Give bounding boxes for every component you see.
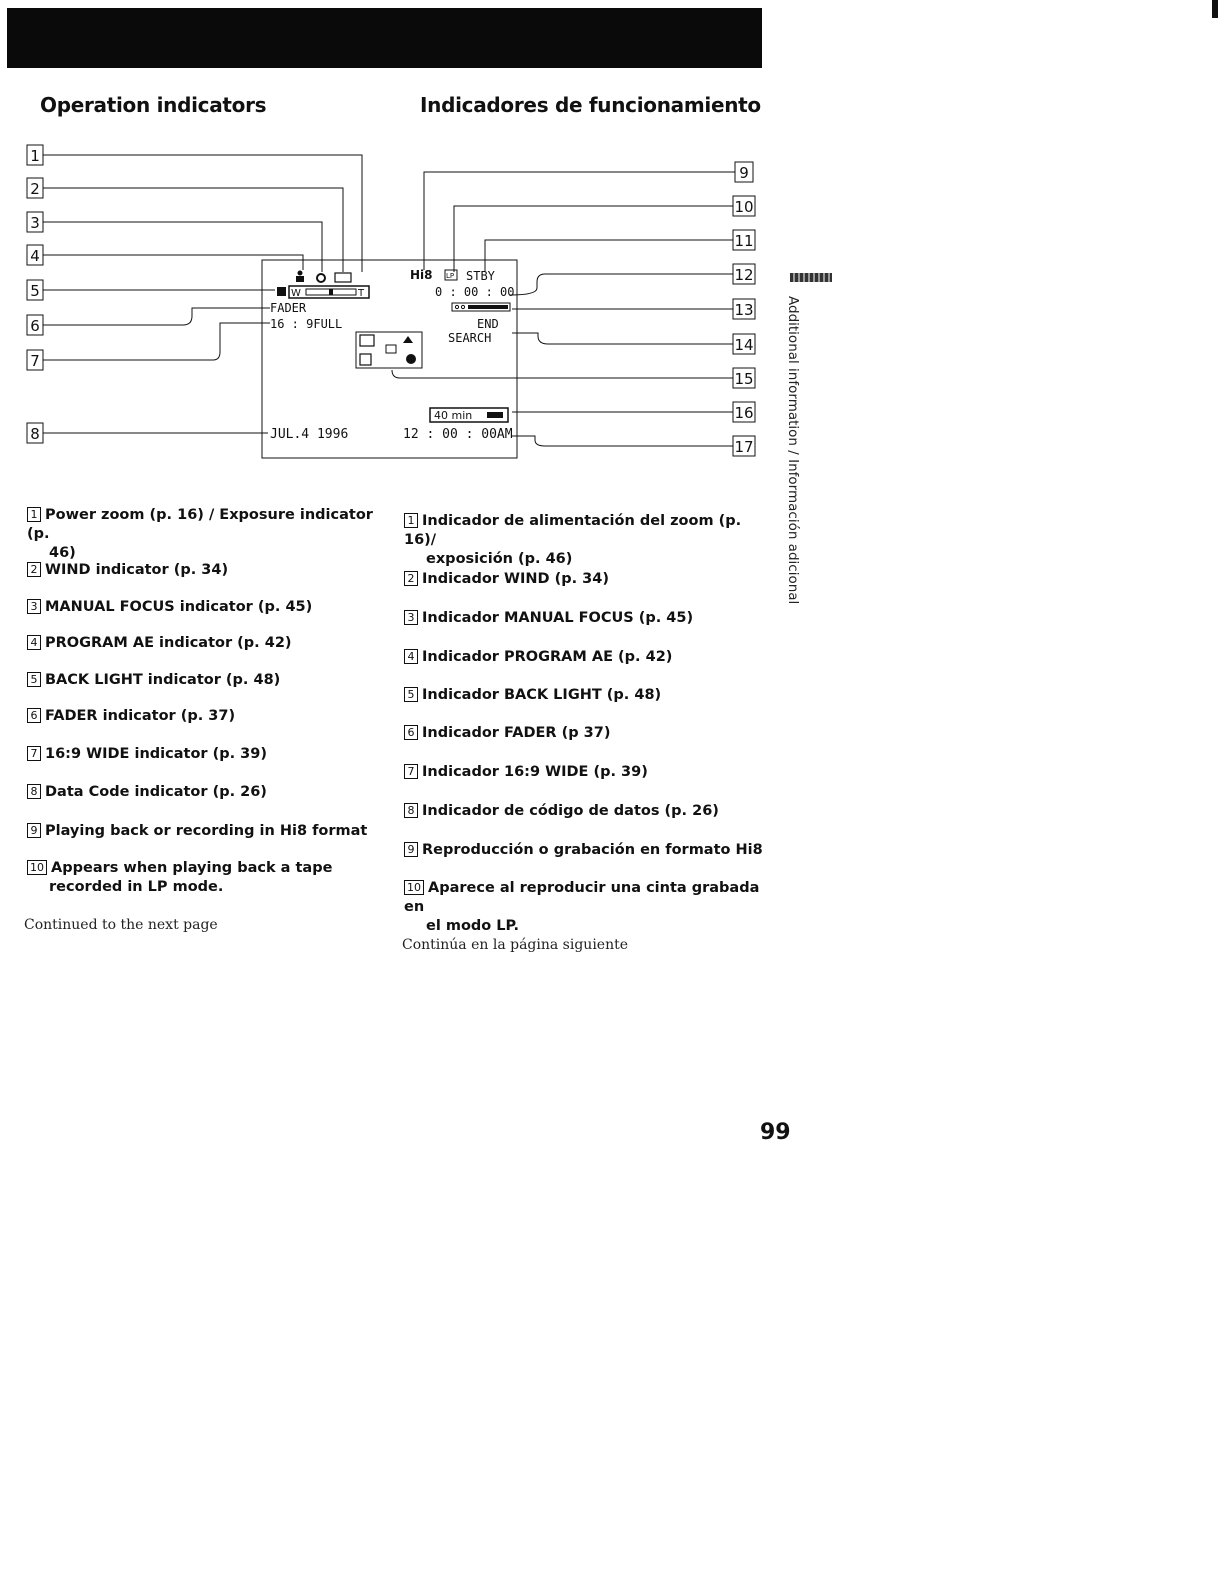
zoom-t-label: T — [357, 288, 365, 299]
leader-line-7 — [43, 322, 270, 361]
battery-remaining-indicator — [429, 407, 509, 423]
leader-line-12 — [509, 273, 735, 296]
tape-counter: 0 : 00 : 00 — [435, 285, 514, 299]
header-bar — [7, 8, 762, 68]
side-tab-label: Additional information / Información adi… — [785, 296, 801, 605]
callout-16: 16 — [734, 404, 753, 422]
leader-line-10 — [453, 205, 735, 272]
leader-line-11 — [484, 239, 735, 272]
tape-remaining-bar — [451, 302, 511, 312]
callout-3: 3 — [30, 214, 40, 232]
manual-focus-icon — [316, 273, 326, 283]
leader-line-2 — [43, 187, 344, 272]
back-light-icon — [277, 287, 286, 296]
callout-15: 15 — [734, 370, 753, 388]
callout-5: 5 — [30, 282, 40, 300]
callout-7: 7 — [30, 352, 40, 370]
page-number: 99 — [760, 1120, 791, 1145]
stop-warning-icon — [406, 354, 416, 364]
callout-8: 8 — [30, 425, 40, 443]
callout-9: 9 — [739, 164, 749, 182]
leader-line-1 — [43, 154, 363, 272]
lp-icon-frame — [444, 269, 458, 281]
lp-icon: LP — [446, 272, 454, 280]
page-edge-mark — [1212, 0, 1218, 18]
continued-note-english: Continued to the next page — [24, 917, 218, 933]
leader-line-3 — [43, 221, 323, 272]
callout-1: 1 — [30, 147, 40, 165]
wind-icon — [334, 272, 352, 283]
viewfinder-screen — [261, 259, 518, 459]
callout-14: 14 — [734, 336, 753, 354]
power-zoom-bar — [288, 285, 370, 299]
search-text: SEARCH — [448, 331, 491, 345]
continued-note-spanish: Continúa en la página siguiente — [402, 937, 629, 953]
callout-10: 10 — [734, 198, 753, 216]
leader-line-9 — [423, 171, 735, 270]
battery-warning-icon — [359, 353, 372, 366]
callout-11: 11 — [734, 232, 753, 250]
hi8-format-logo: Hi8 — [410, 268, 433, 282]
leader-line-6 — [43, 307, 270, 326]
callout-13: 13 — [734, 301, 753, 319]
leader-line-17 — [512, 435, 735, 447]
callout-17: 17 — [734, 438, 753, 456]
callout-12: 12 — [734, 266, 753, 284]
date-text: JUL.4 1996 — [270, 427, 348, 442]
callout-6: 6 — [30, 317, 40, 335]
indicator-diagram: 1 2 3 4 5 6 7 8 9 10 11 12 13 14 15 16 1… — [26, 144, 756, 459]
leader-line-15 — [391, 369, 735, 379]
eject-icon — [403, 336, 413, 343]
callout-4: 4 — [30, 247, 40, 265]
battery-minutes: 40 min — [434, 409, 472, 422]
time-text: 12 : 00 : 00AM — [403, 427, 513, 442]
program-ae-icon — [296, 270, 304, 282]
wide-mode-text: 16 : 9FULL — [270, 317, 342, 331]
standby-text: STBY — [466, 269, 496, 283]
end-text: END — [477, 317, 499, 331]
zoom-w-label: W — [291, 288, 301, 299]
leader-line-4 — [43, 254, 304, 270]
heading-english: Operation indicators — [40, 93, 267, 117]
section-side-tab: Additional information / Información adi… — [783, 296, 803, 626]
leader-line-14 — [512, 332, 735, 345]
heading-spanish: Indicadores de funcionamiento — [420, 93, 761, 117]
callout-2: 2 — [30, 180, 40, 198]
fader-text: FADER — [270, 301, 307, 315]
section-tab-mark — [790, 273, 832, 282]
warning-indicators — [355, 331, 423, 369]
